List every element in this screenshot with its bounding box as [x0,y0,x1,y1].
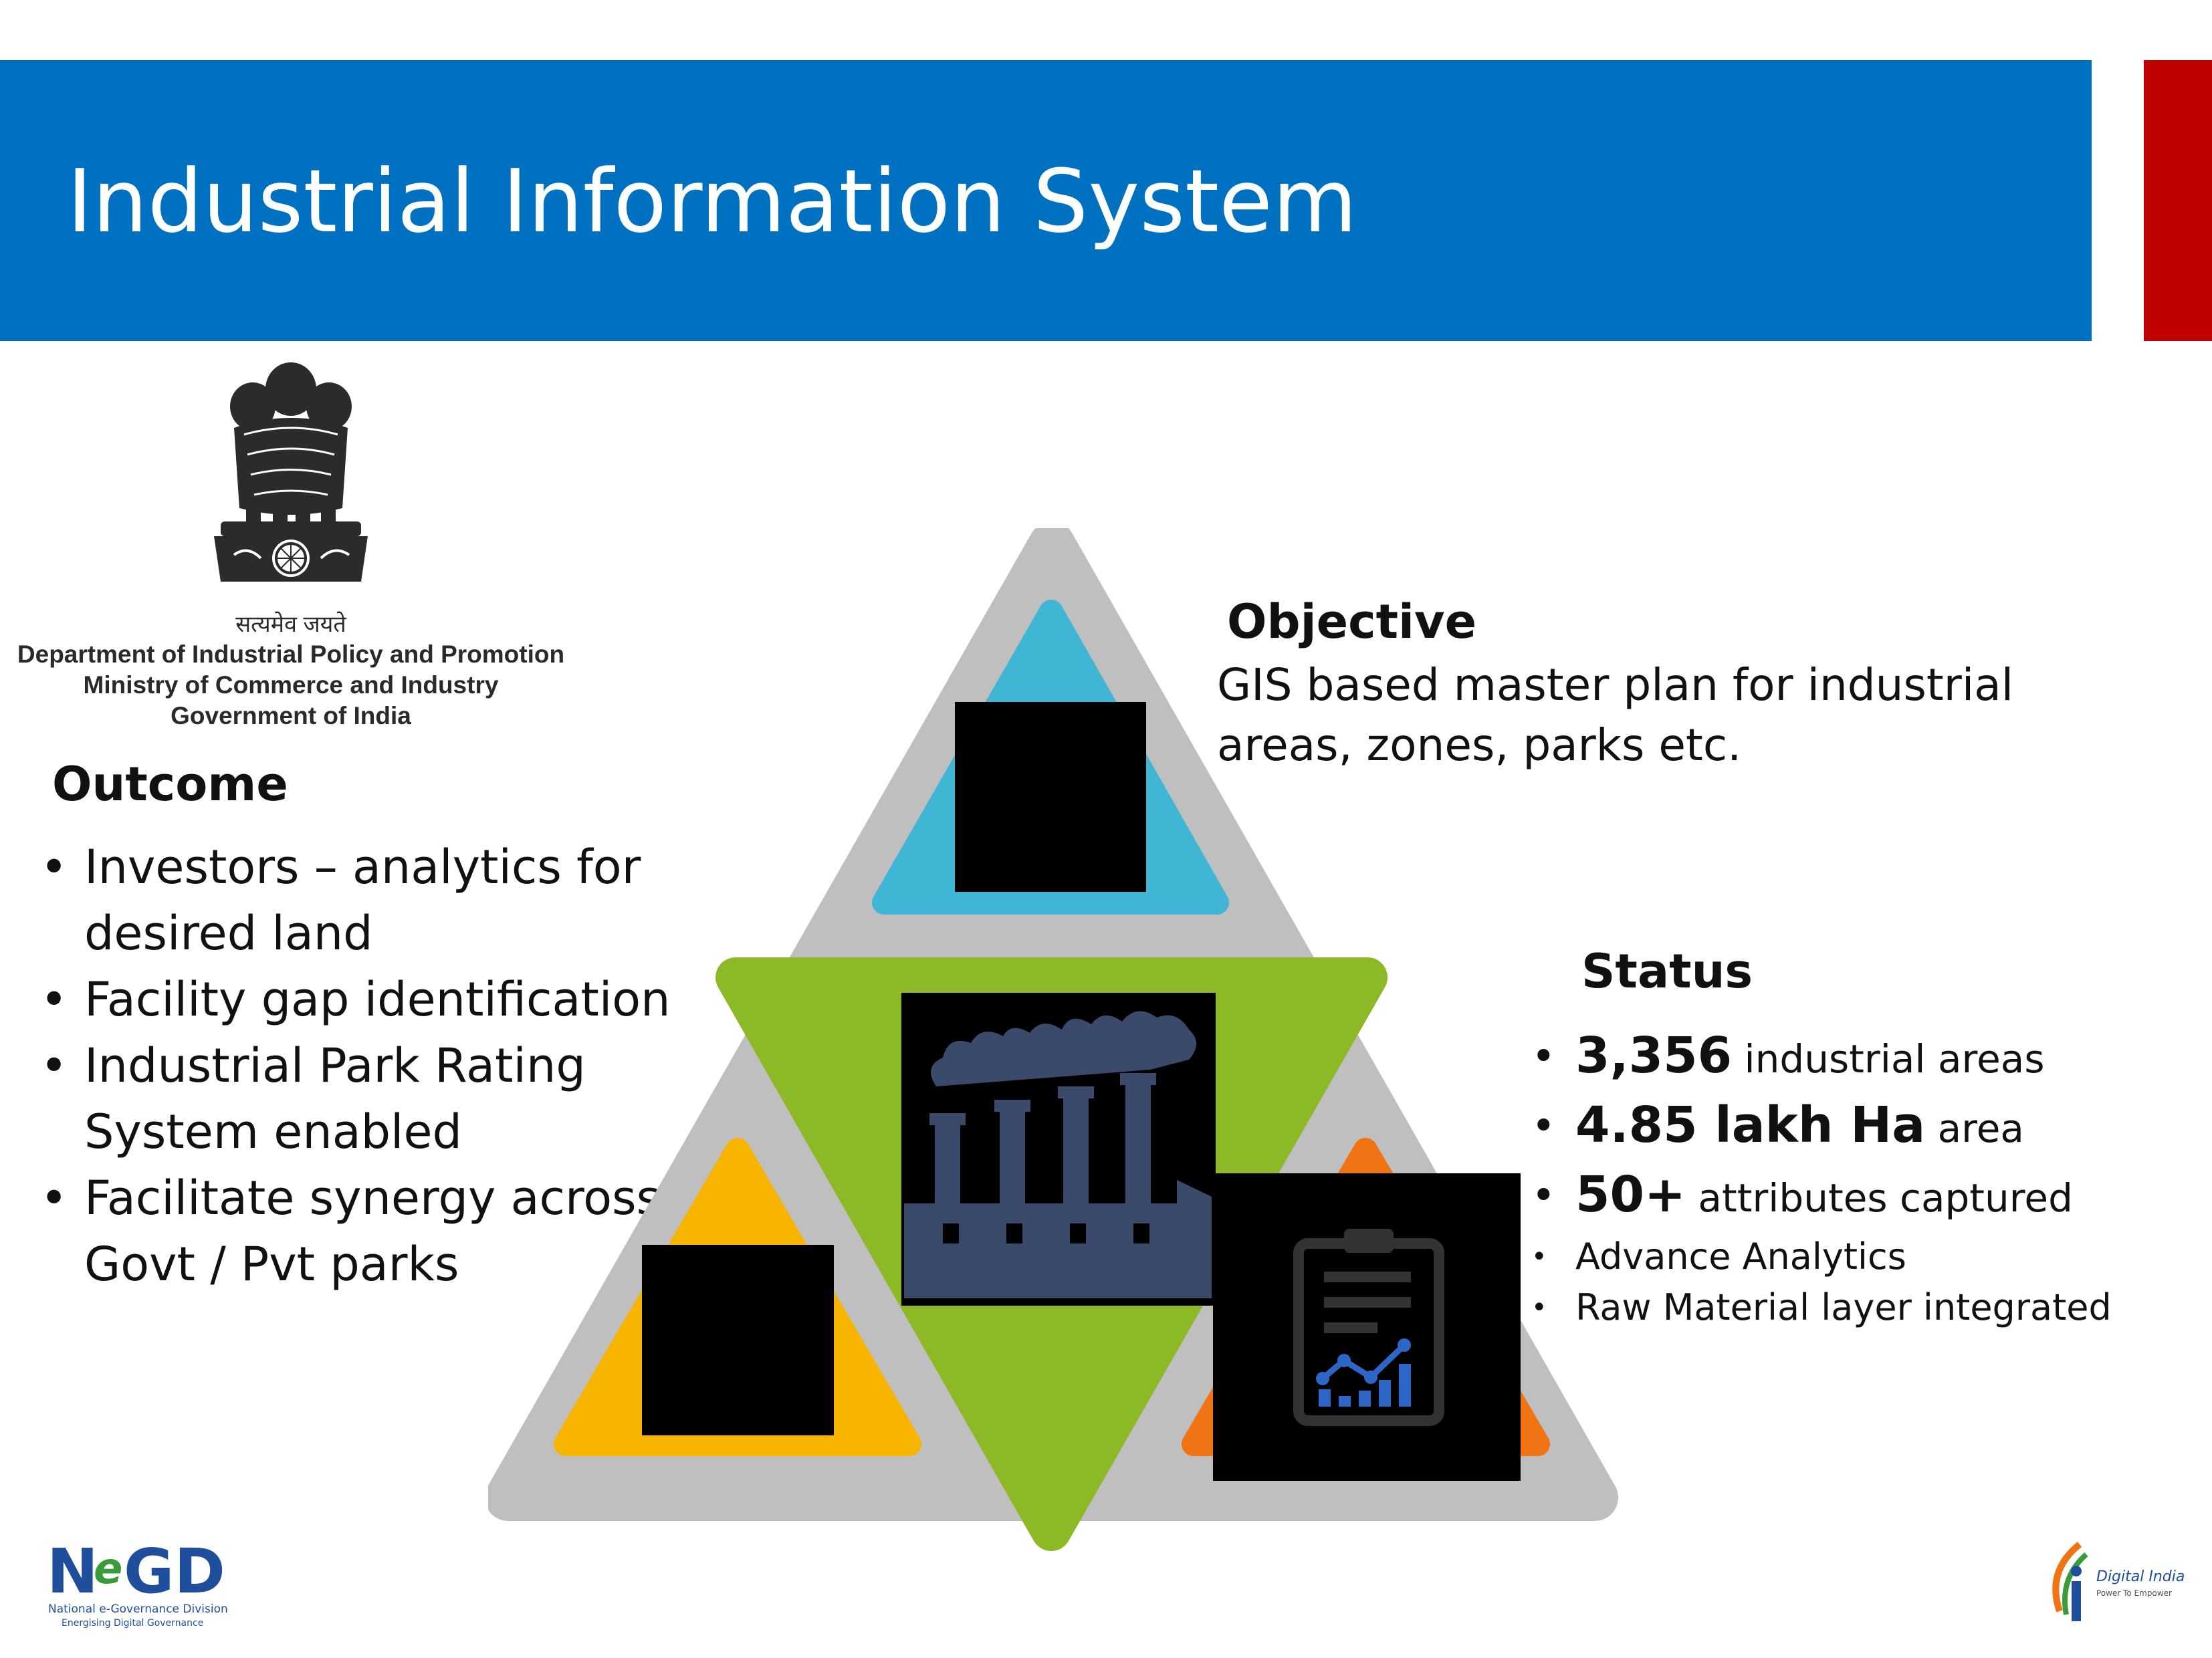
status-item: Advance Analytics [1531,1231,2200,1282]
header-accent-bar [2144,60,2212,341]
negd-logo: N e GD National e-Governance Division En… [47,1536,228,1629]
left-image-placeholder [642,1245,834,1435]
status-list: 3,356 industrial areas 4.85 lakh Ha area… [1531,1023,2200,1333]
department-name: Department of Industrial Policy and Prom… [17,640,565,668]
outcome-item: Industrial Park Rating System enabled [40,1033,682,1165]
status-item: Raw Material layer integrated [1531,1282,2200,1333]
negd-tagline: Energising Digital Governance [62,1618,203,1629]
negd-caption: National e-Governance Division [48,1603,228,1616]
outcome-item: Investors – analytics for desired land [40,834,682,967]
outcome-heading: Outcome [52,757,288,812]
digital-india-logo: Digital India Power To Empower [2052,1542,2185,1621]
clipboard-chart-icon [1213,1173,1521,1481]
status-item: 3,356 industrial areas [1531,1023,2200,1092]
slide-title: Industrial Information System [67,150,1357,252]
status-item: 4.85 lakh Ha area [1531,1092,2200,1162]
objective-text: GIS based master plan for industrial are… [1217,659,2014,771]
factory-icon [901,993,1216,1306]
top-image-placeholder [955,702,1146,892]
government-name: Government of India [171,702,411,729]
outcome-item: Facility gap identification [40,967,682,1033]
outcome-item: Facilitate synergy across Govt / Pvt par… [40,1165,682,1298]
digital-india-tagline: Power To Empower [2096,1588,2172,1598]
svg-text:GD: GD [124,1536,225,1607]
status-item: 50+ attributes captured [1531,1162,2200,1231]
department-block: सत्यमेव जयते Department of Industrial Po… [0,610,582,731]
header-banner [0,60,2092,341]
outcome-list: Investors – analytics for desired land F… [40,834,682,1298]
ministry-name: Ministry of Commerce and Industry [83,671,499,699]
emblem-motto: सत्यमेव जयते [235,612,346,637]
triangle-diagram [488,528,1618,1551]
objective-heading: Objective [1227,594,1477,649]
svg-text:e: e [94,1544,122,1594]
svg-text:N: N [47,1536,98,1607]
digital-india-title: Digital India [2096,1568,2185,1585]
national-emblem-icon [214,362,368,582]
status-heading: Status [1581,944,1753,999]
